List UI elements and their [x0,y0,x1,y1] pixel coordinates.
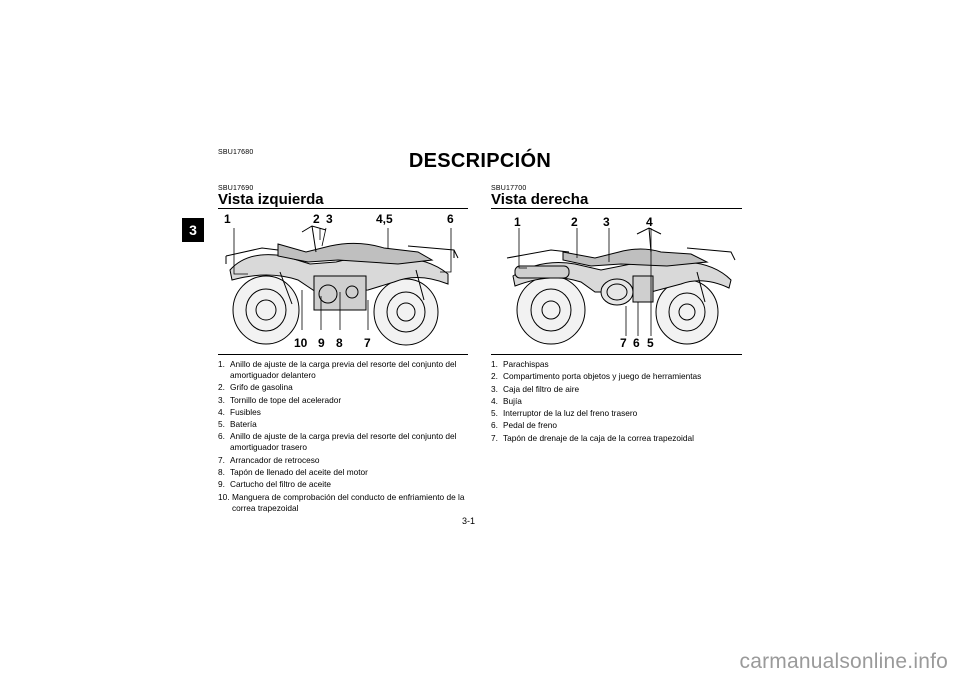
legend-num: 6. [218,431,225,442]
atv-left-illustration [225,225,459,346]
legend-item: 1. Parachispas [491,359,742,370]
atv-right-illustration [506,227,736,345]
legend-item: 2. Compartimento porta objetos y juego de… [491,371,742,382]
legend-item: 10.Manguera de comprobación del conducto… [218,492,468,514]
legend-item: 4. Bujía [491,396,742,407]
callout-3: 3 [326,212,333,226]
legend-item: 3. Caja del filtro de aire [491,384,742,395]
legend-num: 2. [218,382,225,393]
legend-num: 3. [491,383,498,394]
callout-r5: 5 [647,336,654,350]
callout-9: 9 [318,336,325,350]
legend-text: Tornillo de tope del acelerador [230,394,342,405]
legend-num: 7. [491,432,498,443]
legend-item: 9. Cartucho del filtro de aceite [218,479,468,490]
legend-text: Cartucho del filtro de aceite [230,479,332,490]
legend-text: Bujía [503,395,522,406]
page-title: DESCRIPCIÓN [408,150,552,172]
left-view-legend: 1. Anillo de ajuste de la carga previa de… [218,359,468,515]
legend-num: 4. [491,395,498,406]
callout-r1: 1 [514,215,521,229]
legend-item: 5. Interruptor de la luz del freno traser… [491,408,742,419]
right-view-code: SBU17700 [491,185,527,192]
legend-item: 4. Fusibles [218,407,468,418]
legend-num: 9. [218,479,225,490]
chapter-tab: 3 [182,218,204,242]
callout-10: 10 [294,336,308,350]
left-view-figure: 1 2 3 4,5 6 10 9 8 7 [218,212,468,352]
callout-r3: 3 [603,215,610,229]
legend-item: 8. Tapón de llenado del aceite del motor [218,467,468,478]
legend-num: 6. [491,420,498,431]
legend-item: 1. Anillo de ajuste de la carga previa de… [218,359,468,381]
legend-num: 7. [218,454,225,465]
legend-text: Anillo de ajuste de la carga previa del … [230,359,457,380]
legend-num: 4. [218,406,225,417]
callout-r7: 7 [620,336,627,350]
legend-num: 10. [218,491,230,502]
right-view-legend: 1. Parachispas 2. Compartimento porta obje… [491,359,742,445]
legend-num: 5. [491,408,498,419]
legend-item: 3. Tornillo de tope del acelerador [218,395,468,406]
left-view-heading: Vista izquierda [218,191,324,208]
left-heading-rule [218,208,468,209]
legend-num: 1. [218,359,225,369]
legend-num: 1. [491,359,498,369]
callout-r4: 4 [646,215,653,229]
callout-2: 2 [313,212,320,226]
legend-text: Grifo de gasolina [230,382,293,393]
legend-text: Anillo de ajuste de la carga previa del … [230,431,457,453]
legend-item: 7. Arrancador de retroceso [218,455,468,466]
callout-r2: 2 [571,215,578,229]
legend-item: 6. Anillo de ajuste de la carga previa de… [218,431,468,453]
callout-4-5: 4,5 [376,212,393,226]
left-figure-rule [218,354,468,355]
legend-text: Fusibles [230,406,261,417]
callout-6: 6 [447,212,454,226]
legend-text: Parachispas [503,359,549,369]
legend-text: Caja del filtro de aire [503,383,580,394]
legend-text: Tapón de drenaje de la caja de la correa… [503,432,694,443]
callout-8: 8 [336,336,343,350]
legend-text: Manguera de comprobación del conducto de… [232,491,465,513]
section-code: SBU17680 [218,149,254,156]
left-view-code: SBU17690 [218,185,254,192]
legend-item: 5. Batería [218,419,468,430]
legend-num: 8. [218,467,225,478]
legend-num: 2. [491,371,498,382]
page-number: 3-1 [462,516,476,526]
legend-item: 6. Pedal de freno [491,420,742,431]
callout-r6: 6 [633,336,640,350]
legend-text: Compartimento porta objetos y juego de h… [503,371,702,382]
right-view-heading: Vista derecha [491,191,589,208]
right-figure-rule [491,354,742,355]
right-view-figure: 1 2 3 4 7 6 5 [491,212,742,352]
legend-item: 7. Tapón de drenaje de la caja de la corr… [491,433,742,444]
legend-text: Pedal de freno [503,420,557,431]
legend-num: 3. [218,394,225,405]
legend-text: Batería [230,419,257,430]
legend-item: 2. Grifo de gasolina [218,382,468,393]
callout-1: 1 [224,212,231,226]
legend-num: 5. [218,419,225,430]
callout-7: 7 [364,336,371,350]
legend-text: Arrancador de retroceso [230,454,320,465]
right-heading-rule [491,208,742,209]
legend-text: Interruptor de la luz del freno trasero [503,408,638,419]
watermark: carmanualsonline.info [739,650,948,673]
legend-text: Tapón de llenado del aceite del motor [230,467,368,478]
